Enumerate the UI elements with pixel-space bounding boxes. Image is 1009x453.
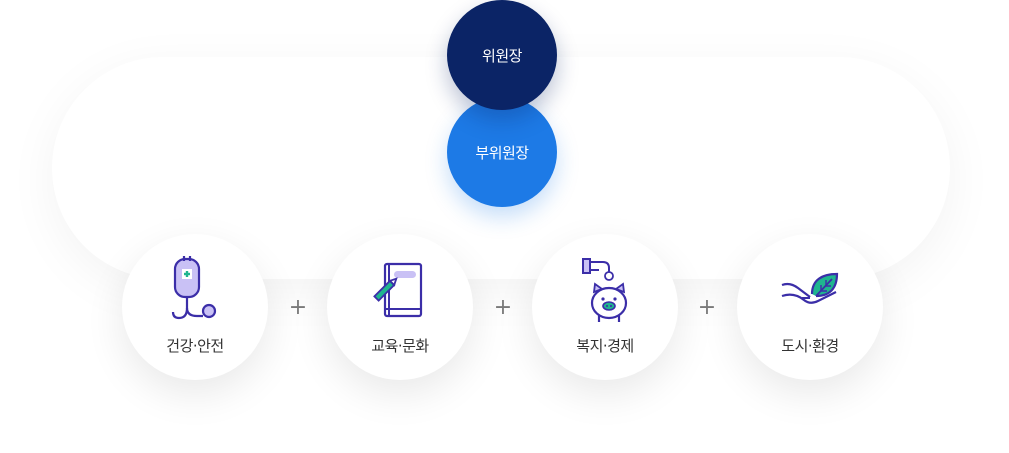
category-label: 도시·환경 — [781, 337, 839, 355]
category-label: 건강·안전 — [166, 337, 224, 355]
category-education-culture: 교육·문화 — [327, 234, 473, 380]
category-health-safety: 건강·안전 — [122, 234, 268, 380]
plus-connector: + — [697, 295, 717, 320]
category-welfare-economy: 복지·경제 — [532, 234, 678, 380]
chair-label: 위원장 — [482, 46, 522, 65]
plus-connector: + — [288, 295, 308, 320]
vice-chair-label: 부위원장 — [475, 143, 529, 162]
plus-connector: + — [493, 295, 513, 320]
stethoscope-icon — [165, 256, 225, 326]
vice-chair-node: 부위원장 — [447, 97, 557, 207]
chair-node: 위원장 — [447, 0, 557, 110]
book-icon — [370, 256, 430, 326]
category-label: 복지·경제 — [576, 337, 634, 355]
category-label: 교육·문화 — [371, 337, 429, 355]
leaf-hand-icon — [780, 256, 840, 326]
piggy-bank-icon — [575, 256, 635, 326]
category-city-environment: 도시·환경 — [737, 234, 883, 380]
